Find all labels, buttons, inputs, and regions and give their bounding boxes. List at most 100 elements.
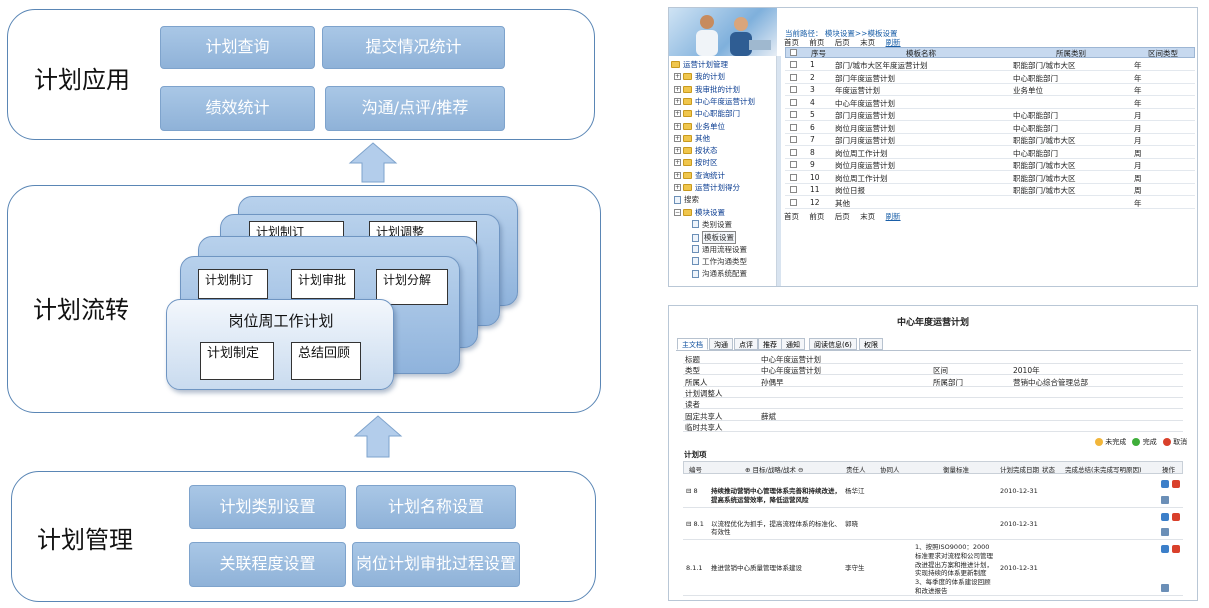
row-checkbox[interactable] [790,186,797,193]
field-value[interactable]: 中心年度运营计划 [761,355,821,364]
expand-icon[interactable]: + [674,122,681,130]
items-col-header[interactable]: 协同人 [880,466,900,474]
mgmt-button-1[interactable]: 计划类别设置 [189,485,346,529]
tab-4[interactable]: 通知 [781,338,805,350]
row-checkbox[interactable] [790,161,797,168]
col-header[interactable]: 模板名称 [906,49,936,58]
select-all-checkbox[interactable] [790,49,797,56]
row-checkbox[interactable] [790,73,797,81]
tree-item[interactable]: +查询统计 [674,170,725,181]
items-col-header[interactable]: 完成总结(未完成写明原因) [1065,466,1142,474]
tree-item[interactable]: 模板设置 [692,231,736,245]
tree-item[interactable]: +中心职能部门 [674,108,740,119]
document-icon[interactable] [1161,528,1169,536]
tab-3[interactable]: 推荐 [758,338,782,350]
tab-5[interactable]: 阅读信息(6) [809,338,857,350]
row-checkbox[interactable] [790,111,797,118]
row-checkbox[interactable] [790,86,797,93]
expand-icon[interactable]: + [674,159,681,167]
items-col-header[interactable]: 计划完成日期 [1000,466,1039,474]
tab-2[interactable]: 点评 [734,338,758,350]
tree-item[interactable]: +按时区 [674,157,718,168]
field-value[interactable]: 中心年度运营计划 [761,366,821,376]
tree-item[interactable]: 搜索 [674,194,699,205]
tree-item[interactable]: +运营计划得分 [674,182,740,193]
col-header[interactable]: 序号 [811,49,826,58]
pager-last[interactable]: 末页 [860,38,876,47]
field-value[interactable]: 营销中心综合管理总部 [1013,377,1088,387]
app-button-4[interactable]: 沟通/点评/推荐 [325,86,505,131]
tab-0[interactable]: 主文档 [677,338,708,350]
pager-refresh[interactable]: 刷新 [885,38,901,47]
field-value[interactable]: 孙偶早 [761,377,784,387]
col-header[interactable]: 区间类型 [1148,49,1178,58]
expand-icon[interactable]: + [674,73,681,81]
items-col-header[interactable]: ⊕ 目标/战略/战术 ⊖ [745,466,804,474]
col-header[interactable]: 所属类别 [1056,49,1086,58]
row-checkbox[interactable] [790,123,797,131]
tree-item[interactable]: 类别设置 [692,219,732,230]
edit-icon[interactable] [1161,513,1169,521]
delete-icon[interactable] [1172,545,1180,553]
pager-next[interactable]: 后页 [834,212,850,221]
row-checkbox[interactable] [790,198,797,206]
row-checkbox[interactable] [790,98,797,106]
tree-item[interactable]: 运营计划管理 [671,59,728,70]
items-col-header[interactable]: 状态 [1042,466,1055,474]
pager-first[interactable]: 首页 [784,38,799,47]
document-icon[interactable] [1161,584,1169,592]
collapse-icon[interactable]: − [674,208,681,216]
pager-next[interactable]: 后页 [834,38,850,47]
items-col-header[interactable]: 编号 [689,466,702,474]
pager-refresh[interactable]: 刷新 [885,212,901,221]
edit-icon[interactable] [1161,480,1169,488]
items-col-header[interactable]: 操作 [1162,466,1175,474]
field-value[interactable]: 2010年 [1013,366,1040,376]
pager-prev[interactable]: 前页 [809,212,825,221]
tree-item[interactable]: +我的计划 [674,71,725,82]
expand-icon[interactable]: + [674,171,681,179]
sidebar-splitter[interactable] [777,56,781,286]
tree-item[interactable]: +我审批的计划 [674,84,740,95]
delete-icon[interactable] [1172,480,1180,488]
tree-item[interactable]: 沟通系统配置 [692,268,747,279]
tab-6[interactable]: 权限 [859,338,883,350]
mgmt-button-4[interactable]: 岗位计划审批过程设置 [352,542,520,587]
app-button-3[interactable]: 绩效统计 [160,86,315,131]
edit-icon[interactable] [1161,545,1169,553]
pager-last[interactable]: 末页 [860,212,876,221]
field-value[interactable]: 薛斌 [761,411,776,421]
row-checkbox[interactable] [790,173,797,181]
tree-item[interactable]: +业务单位 [674,121,725,132]
items-col-header[interactable]: 责任人 [846,466,866,474]
tab-1[interactable]: 沟通 [709,338,733,350]
tree-item[interactable]: 工作沟通类型 [692,256,747,267]
expand-icon[interactable]: + [674,134,681,142]
pager-prev[interactable]: 前页 [809,38,825,47]
pager-first[interactable]: 首页 [784,212,799,221]
app-button-2[interactable]: 提交情况统计 [322,26,505,69]
expand-icon[interactable]: + [674,97,681,105]
tree-item[interactable]: +中心年度运营计划 [674,96,755,107]
delete-icon[interactable] [1172,513,1180,521]
expand-icon[interactable]: + [674,110,681,118]
mgmt-button-3[interactable]: 关联程度设置 [189,542,346,587]
expand-icon[interactable]: + [674,147,681,155]
row-checkbox[interactable] [790,136,797,143]
tree-item[interactable]: +按状态 [674,145,718,156]
row-checkbox[interactable] [790,61,797,68]
row-checkbox[interactable] [790,148,797,156]
expand-icon[interactable]: + [674,184,681,191]
tree-item[interactable]: 通用流程设置 [692,244,747,255]
expand-icon[interactable]: + [674,85,681,93]
